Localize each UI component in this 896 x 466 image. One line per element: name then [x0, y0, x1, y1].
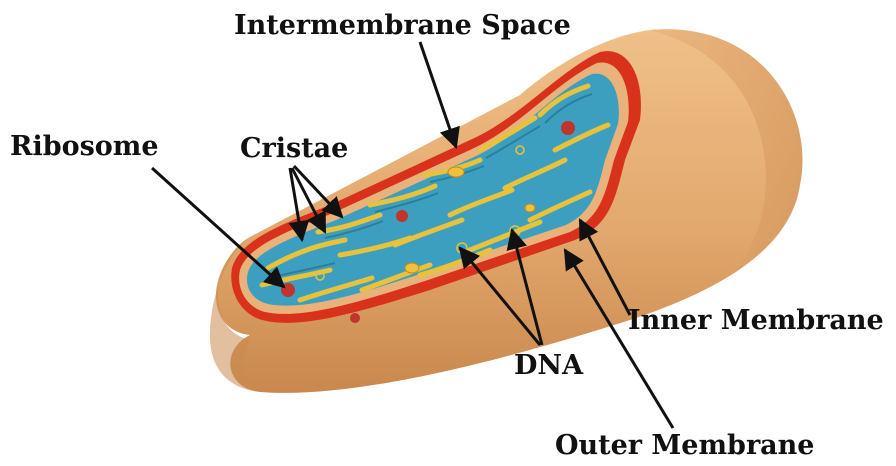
label-outer-membrane: Outer Membrane — [555, 432, 814, 459]
label-intermembrane-space: Intermembrane Space — [234, 12, 571, 39]
label-dna: DNA — [514, 352, 583, 379]
arrow-ribosome — [152, 168, 284, 287]
label-inner-membrane: Inner Membrane — [628, 307, 884, 334]
label-cristae: Cristae — [240, 135, 348, 162]
label-ribosome: Ribosome — [10, 133, 159, 160]
arrow-intermembrane — [420, 42, 456, 147]
